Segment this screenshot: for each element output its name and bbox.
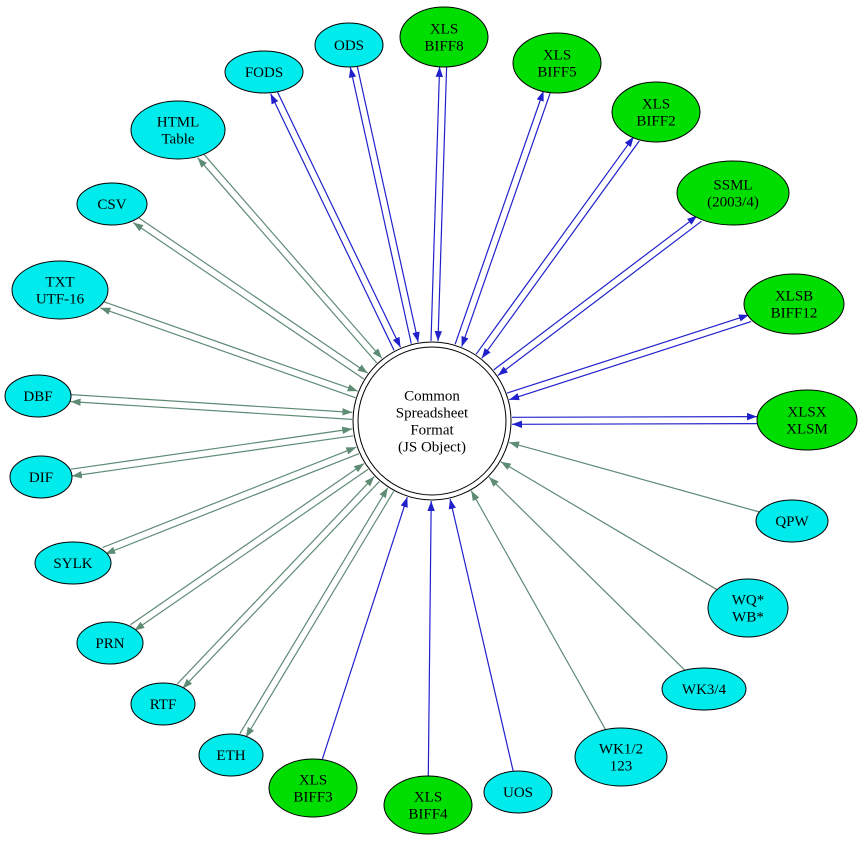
node-label: WQ* (732, 593, 765, 609)
center-label: (JS Object) (398, 440, 466, 456)
node-fods: FODS (224, 50, 304, 94)
node-prn: PRN (76, 621, 144, 665)
node-label: XLS (299, 773, 327, 789)
node-label: BIFF12 (771, 306, 818, 322)
edge-xls-biff3 (321, 496, 408, 760)
edge-ods (348, 65, 420, 344)
node-sylk: SYLK (34, 541, 112, 585)
edge-xls-biff2 (475, 136, 640, 359)
node-label: FODS (245, 65, 283, 81)
node-dbf: DBF (4, 374, 72, 418)
center-label: Format (410, 423, 454, 439)
node-label: DBF (23, 389, 52, 405)
node-label: XLS (642, 97, 670, 113)
node-qpw: QPW (755, 499, 829, 543)
node-wq-wb: WQ*WB* (707, 578, 789, 638)
node-uos: UOS (483, 770, 553, 814)
node-csv: CSV (76, 182, 148, 226)
node-label: WK3/4 (682, 682, 727, 698)
node-dif: DIF (9, 455, 73, 499)
edge-xls-biff5 (454, 90, 551, 347)
node-label: BIFF4 (408, 807, 448, 823)
node-label: 123 (610, 759, 633, 775)
node-label: XLSB (775, 289, 813, 305)
edge-wk1-2-123 (470, 490, 607, 730)
node-label: CSV (97, 197, 126, 213)
node-label: XLSM (786, 422, 828, 438)
node-label: (2003/4) (707, 195, 759, 211)
edge-xlsb-biff12 (506, 314, 752, 401)
node-label: UOS (503, 785, 533, 801)
node-label: TXT (45, 275, 74, 291)
edge-csv (132, 216, 369, 380)
edge-wq-wb (500, 461, 718, 591)
node-rtf: RTF (130, 682, 196, 726)
edge-uos (448, 498, 514, 772)
node-label: XLS (430, 22, 458, 38)
node-ssml-2003-4: SSML(2003/4) (676, 160, 790, 226)
node-label: ETH (216, 748, 245, 764)
center-label: Spreadsheet (396, 406, 469, 422)
node-ods: ODS (314, 22, 384, 68)
edge-rtf (176, 476, 380, 690)
edge-fods (270, 90, 402, 351)
center-label: Common (404, 389, 460, 405)
edge-xls-biff8 (430, 66, 448, 342)
edge-sylk (102, 446, 360, 555)
node-label: UTF-16 (36, 292, 85, 308)
node-wk3-4: WK3/4 (661, 667, 747, 711)
node-label: ODS (334, 38, 364, 54)
node-label: SSML (713, 178, 752, 194)
edge-html-table (197, 152, 383, 364)
edge-wk3-4 (488, 476, 686, 671)
node-label: BIFF2 (636, 114, 675, 130)
node-label: RTF (150, 697, 177, 713)
edge-eth (239, 487, 395, 738)
node-label: PRN (95, 636, 124, 652)
node-label: WK1/2 (599, 742, 643, 758)
edge-qpw (508, 441, 760, 513)
edge-txt-utf16 (100, 300, 358, 399)
edges-layer (70, 65, 760, 777)
node-label: DIF (29, 470, 53, 486)
node-label: BIFF8 (424, 39, 463, 55)
edge-ssml-2003-4 (493, 215, 702, 376)
node-label: XLSX (787, 405, 826, 421)
node-label: XLS (414, 790, 442, 806)
edge-prn (130, 463, 369, 631)
edge-xls-biff4 (427, 500, 435, 777)
node-label: BIFF3 (293, 790, 332, 806)
edge-dif (70, 426, 354, 479)
node-label: Table (161, 132, 194, 148)
edge-xlsx-xlsm (511, 412, 758, 428)
node-eth: ETH (198, 733, 264, 777)
node-label: BIFF5 (537, 65, 576, 81)
node-label: HTML (157, 115, 200, 131)
nodes-layer: ODSXLSBIFF8XLSBIFF5XLSBIFF2SSML(2003/4)X… (4, 6, 858, 835)
node-label: XLS (543, 48, 571, 64)
node-label: WB* (732, 610, 764, 626)
node-label: QPW (775, 514, 809, 530)
node-label: SYLK (53, 556, 92, 572)
edge-dbf (70, 394, 353, 420)
